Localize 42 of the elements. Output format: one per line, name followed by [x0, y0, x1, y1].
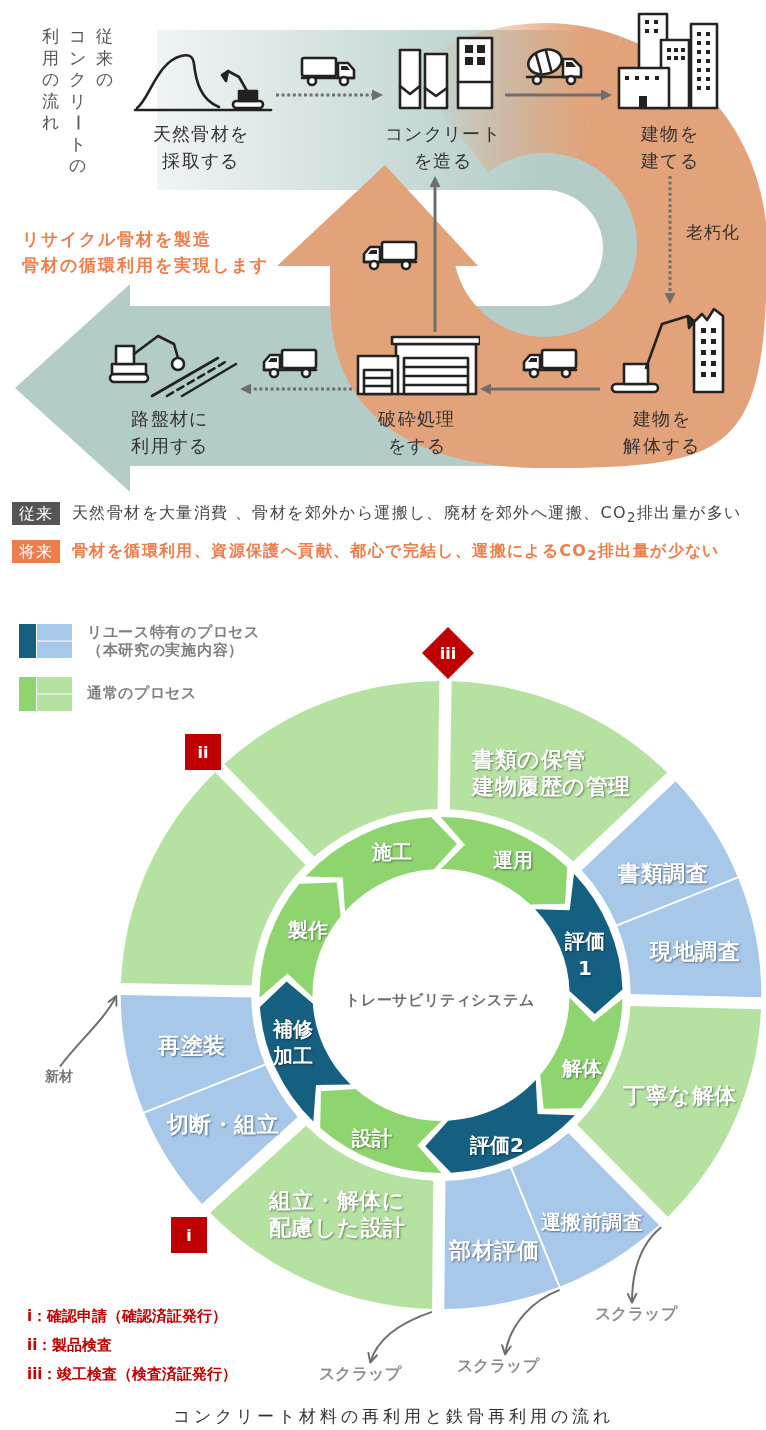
note-line: ii：製品検査: [27, 1335, 113, 1355]
step-label: 破砕処理をする: [378, 407, 456, 458]
square-badge: i: [171, 1217, 207, 1253]
vertical-heading: 従来のコンクリートの利用の流れ: [41, 26, 114, 177]
curved-arrow: [59, 994, 118, 1068]
dashed-arrow: [240, 383, 352, 395]
square-badge: ii: [185, 734, 221, 770]
tag-badge: 将来: [12, 540, 60, 563]
text-label: スクラップ: [318, 1363, 401, 1384]
step-label: 天然骨材を採取する: [152, 122, 250, 173]
arrow: [429, 176, 441, 332]
ring-segment: 再塗装: [119, 993, 266, 1113]
legend-label: リユース特有のプロセス（本研究の実施内容）: [87, 623, 260, 659]
chevron-step: 解体: [539, 996, 624, 1110]
step-label: 路盤材に利用する: [131, 407, 209, 458]
edge-label: 老朽化: [686, 220, 740, 244]
note-text: 天然骨材を大量消費 、骨材を郊外から運搬し、廃材を郊外へ運搬、CO$_{2}$排出量が多い: [72, 502, 742, 528]
caption: コンクリート材料の再利用と鉄骨再利用の流れ: [172, 1404, 614, 1428]
note-line: iii：竣工検査（検査済証発行）: [27, 1364, 238, 1384]
ring-segment: [119, 771, 307, 987]
dashed-arrow: [276, 89, 383, 101]
step-label: コンクリートを造る: [385, 122, 501, 173]
chevron-step: 製作: [258, 881, 342, 999]
chevron-step: 評価2: [424, 1079, 576, 1174]
tag-badge: 従来: [12, 502, 60, 525]
text-label: 新材: [44, 1066, 74, 1086]
curved-arrow: [626, 1226, 663, 1304]
chevron-step: 運用: [439, 816, 569, 906]
arrow: [505, 89, 612, 101]
legend-label: 通常のプロセス: [87, 684, 197, 702]
text-label: スクラップ: [594, 1303, 677, 1324]
diamond-badge: iii: [422, 627, 474, 679]
curved-arrow: [368, 1310, 433, 1364]
callout-text: リサイクル骨材を製造骨材の循環利用を実現します: [22, 228, 269, 277]
text-label: スクラップ: [456, 1355, 539, 1376]
step-label: 建物を建てる: [641, 122, 699, 173]
step-label: 建物を解体する: [623, 407, 701, 458]
note-text: 骨材を循環利用、資源保護へ貢献、都心で完結し、運搬によるCO$_{2}$排出量が少ない: [72, 540, 720, 566]
curved-arrow: [501, 1288, 561, 1356]
chevron-step: 設計: [319, 1088, 443, 1174]
dashed-arrow: [664, 176, 676, 304]
arrow: [480, 383, 600, 395]
